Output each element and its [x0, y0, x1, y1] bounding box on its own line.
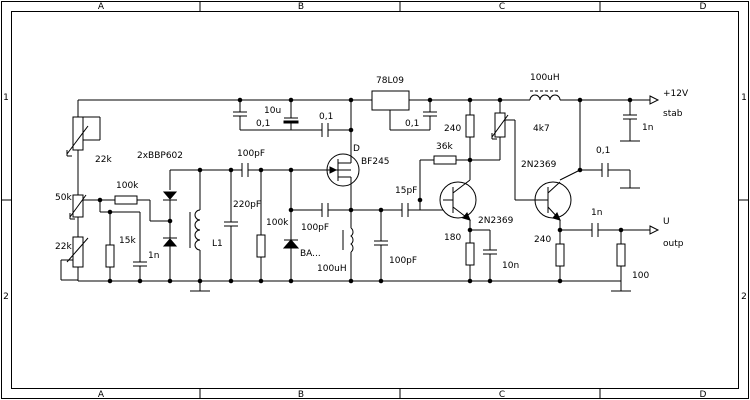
capacitor-0-1-drain [321, 123, 329, 137]
label-diode-ba: BA... [300, 249, 321, 259]
label-transistor-1: 2N2369 [478, 216, 514, 226]
capacitor-15pf [401, 203, 409, 217]
label-r-22k-bottom: 22k [55, 242, 72, 252]
label-c-220pf: 220pF [233, 200, 261, 210]
potentiometer-50k [69, 194, 87, 220]
label-c-1n-supply: 1n [642, 123, 653, 133]
capacitor-0-1-reg-out [423, 111, 437, 117]
label-r-36k: 36k [436, 142, 453, 152]
label-c-15pf: 15pF [395, 186, 417, 196]
column-label-c-bottom: C [499, 390, 505, 400]
column-label-d-bottom: D [700, 390, 707, 400]
label-c-10u: 10u [264, 106, 281, 116]
resistor-100k-input [114, 195, 138, 205]
label-r-240-emitter: 240 [534, 235, 551, 245]
supply-rail [77, 97, 650, 117]
label-output-sub: outp [663, 239, 684, 249]
coil-100uh-drain [342, 227, 354, 253]
column-label-d-top: D [700, 2, 707, 12]
label-c-1n-tune: 1n [148, 251, 159, 261]
capacitor-220pf [224, 221, 238, 227]
row-label-2-left: 2 [3, 292, 9, 302]
coil-l1 [189, 209, 201, 251]
label-r-15k: 15k [119, 236, 136, 246]
resistor-100k-gate [256, 234, 266, 258]
resistor-36k [433, 155, 457, 165]
label-c-0-1-reg-in2: 0,1 [319, 112, 333, 122]
label-c-0-1-reg-in: 0,1 [256, 119, 270, 129]
choke-100uh [529, 90, 561, 101]
label-regulator: 78L09 [376, 76, 404, 86]
label-fet-bf245: BF245 [361, 157, 390, 167]
diode-ba [282, 239, 300, 249]
label-supply: +12V [663, 89, 689, 99]
label-output: U [663, 217, 670, 227]
label-coil-100uh-drain: 100uH [317, 264, 347, 274]
capacitor-10n [483, 249, 497, 255]
label-r-100-load: 100 [632, 271, 649, 281]
label-pot-4k7: 4k7 [533, 124, 550, 134]
capacitor-100pf-coupling [241, 163, 249, 177]
label-coil-l1: L1 [212, 239, 223, 249]
resistor-240-emitter [555, 243, 565, 267]
label-r-100k-input: 100k [116, 181, 139, 191]
capacitor-0-1-reg-in [233, 111, 247, 117]
label-r-180: 180 [444, 233, 461, 243]
column-label-a-bottom: A [98, 390, 105, 400]
resistor-100-load [616, 243, 626, 267]
supply-port [649, 95, 660, 105]
label-supply-sub: stab [663, 109, 683, 119]
label-varicap: 2xBBP602 [137, 151, 183, 161]
row-label-2-right: 2 [741, 292, 747, 302]
capacitor-1n-supply [623, 114, 637, 120]
label-pot-50k: 50k [55, 193, 72, 203]
transistor-2 [534, 181, 572, 221]
label-choke-100uh: 100uH [530, 73, 560, 83]
column-label-b-top: B [298, 2, 304, 12]
resistor-15k [105, 244, 115, 268]
label-c-1n-out: 1n [591, 208, 602, 218]
label-c-0-1-reg-out: 0,1 [405, 119, 419, 129]
column-label-c-top: C [499, 2, 505, 12]
label-r-22k-top: 22k [95, 155, 112, 165]
label-transistor-2: 2N2369 [521, 160, 557, 170]
trimmer-22k-top [66, 116, 101, 157]
label-c-100pf-ba: 100pF [301, 223, 329, 233]
row-label-1-left: 1 [3, 93, 9, 103]
row-label-1-right: 1 [741, 93, 747, 103]
label-c-10n: 10n [502, 261, 519, 271]
column-label-b-bottom: B [298, 390, 304, 400]
ground-rail [78, 278, 631, 292]
transistor-1 [439, 179, 477, 221]
label-c-0-1-out: 0,1 [596, 146, 610, 156]
capacitor-0-1-out [601, 163, 609, 177]
regulator-78l09 [371, 90, 410, 111]
capacitor-10u [283, 117, 299, 124]
svg-text:D: D [353, 144, 360, 154]
label-c-100pf-coupling: 100pF [237, 149, 265, 159]
label-c-100pf-drain: 100pF [389, 256, 417, 266]
output-port [649, 225, 660, 235]
label-r-240-top: 240 [444, 124, 461, 134]
resistor-180 [465, 242, 475, 266]
capacitor-1n-tune [133, 261, 147, 267]
capacitor-1n-out [591, 223, 599, 237]
fet-bf245: D [326, 144, 360, 210]
potentiometer-4k7 [491, 112, 509, 140]
resistor-240-top [465, 114, 475, 138]
column-label-a-top: A [98, 2, 105, 12]
capacitor-100pf-drain [374, 240, 388, 246]
capacitor-100pf-ba [321, 203, 329, 217]
label-r-100k-gate: 100k [266, 218, 289, 228]
